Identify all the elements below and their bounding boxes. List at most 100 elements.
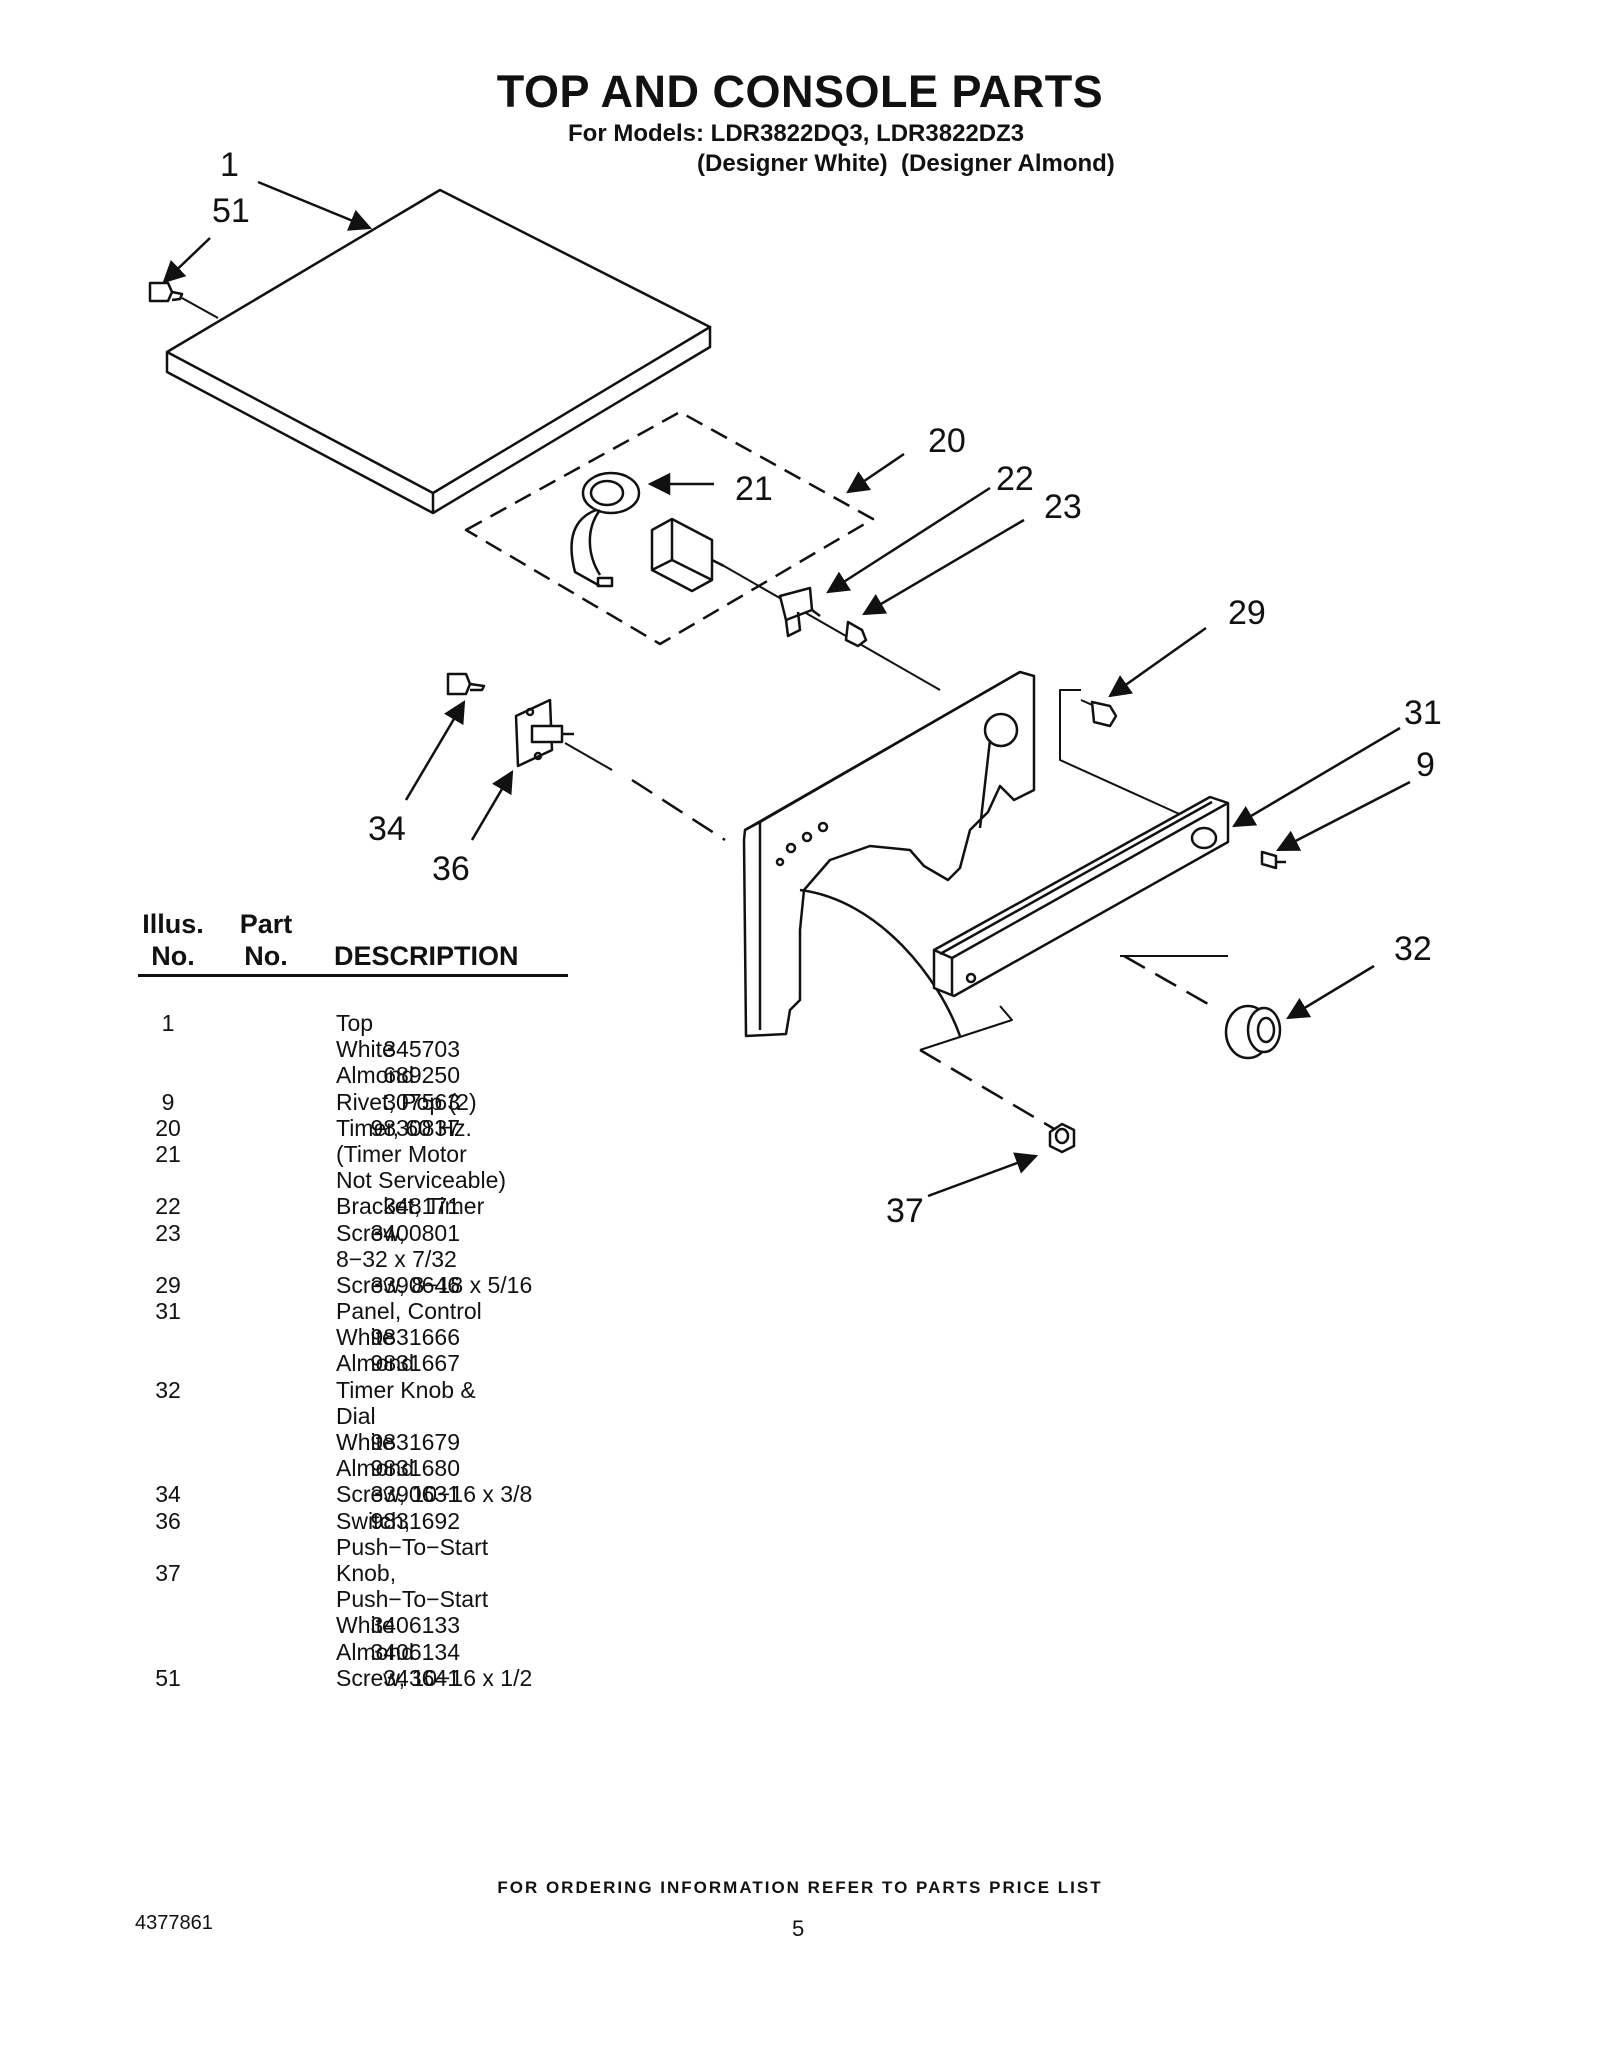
page-number: 5 [792, 1916, 805, 1941]
table-row: 37 Knob, [138, 1560, 578, 1586]
description-cell: White [336, 1429, 395, 1455]
console-part [742, 670, 1036, 1038]
models-line: For Models: LDR3822DQ3, LDR3822DZ3 [568, 120, 1025, 147]
illus-cell: 20 [155, 1114, 181, 1141]
table-row: Push−To−Start [138, 1586, 578, 1612]
screw-51-part [148, 281, 219, 319]
description-cell: Knob, [336, 1559, 397, 1586]
illus-cell: 21 [155, 1140, 181, 1167]
table-row: 8−32 x 7/32 [138, 1246, 578, 1272]
callout-29: 29 [1228, 594, 1266, 632]
table-row: 21 (Timer Motor [138, 1141, 578, 1167]
part-number-cell: 3390646 [370, 1271, 460, 1298]
description-cell: Almond [336, 1062, 414, 1089]
illus-cell: 37 [155, 1559, 181, 1586]
illus-cell: 23 [155, 1219, 181, 1246]
description-cell: Screw, 8−18 x 5/16 [336, 1271, 533, 1298]
part-number-cell: 3400801 [370, 1219, 460, 1246]
timer-enclosure-outline [464, 410, 875, 646]
rivet-part [1260, 850, 1286, 870]
illus-cell: 36 [155, 1507, 181, 1534]
callout-22: 22 [996, 460, 1034, 498]
description-cell: White [336, 1324, 395, 1351]
table-row: Push−To−Start [138, 1534, 578, 1560]
description-cell: Screw, [336, 1219, 406, 1246]
description-cell: Almond [336, 1455, 414, 1482]
screw-34-part [446, 672, 486, 696]
timer-knob-part [1224, 1004, 1282, 1060]
table-row: Dial [138, 1403, 578, 1429]
description-cell: Switch, [336, 1507, 411, 1534]
table-row: Not Serviceable) [138, 1167, 578, 1193]
illus-cell: 34 [155, 1481, 181, 1508]
part-number-cell: 689250 [383, 1062, 460, 1089]
callout-36: 36 [432, 850, 470, 888]
callout-21: 21 [735, 470, 773, 508]
part-number-cell: 345703 [383, 1036, 460, 1063]
timer-bracket-part [778, 586, 821, 638]
description-cell: (Timer Motor [336, 1140, 467, 1167]
illus-cell: 1 [161, 1010, 175, 1036]
header-rule [138, 974, 568, 977]
part-number-cell: 3406134 [370, 1638, 460, 1665]
col-description-header: DESCRIPTION [334, 941, 519, 971]
switch-part [514, 698, 574, 768]
callout-37: 37 [886, 1192, 924, 1230]
callout-34: 34 [368, 810, 406, 848]
part-number-cell: 307563 [383, 1088, 460, 1115]
part-number-cell: 9830837 [370, 1114, 460, 1141]
description-cell: White [336, 1612, 395, 1639]
part-number-cell: 9831667 [370, 1350, 460, 1377]
description-cell: Almond [336, 1350, 414, 1377]
page-title: TOP AND CONSOLE PARTS [496, 66, 1104, 117]
callout-23: 23 [1044, 488, 1082, 526]
timer-motor-part [570, 471, 641, 588]
callout-51: 51 [212, 192, 250, 230]
description-cell: Push−To−Start [336, 1533, 489, 1560]
part-number-cell: 9831692 [370, 1507, 460, 1534]
description-cell: Screw, 10−16 x 3/8 [336, 1481, 533, 1508]
description-cell: Push−To−Start [336, 1586, 489, 1613]
description-cell: White [336, 1036, 395, 1063]
illus-cell: 31 [155, 1298, 181, 1325]
part-number-cell: 3406133 [370, 1612, 460, 1639]
part-number-cell: 9831680 [370, 1455, 460, 1482]
illus-cell: 32 [155, 1376, 181, 1403]
illus-cell: 29 [155, 1271, 181, 1298]
callout-32: 32 [1394, 930, 1432, 968]
part-number-cell: 348171 [383, 1193, 460, 1220]
push-to-start-knob-part [1048, 1122, 1076, 1154]
col-part-header: Part No. [239, 909, 293, 971]
description-cell: Bracket, Timer [336, 1193, 485, 1220]
top-panel-part [165, 188, 712, 515]
callout-9: 9 [1416, 746, 1435, 784]
description-cell: Almond [336, 1638, 414, 1665]
screw-23-part [844, 620, 868, 648]
illus-cell: 22 [155, 1193, 181, 1220]
description-cell: Timer Knob & [336, 1376, 476, 1403]
callout-20: 20 [928, 422, 966, 460]
part-number-cell: 343641 [383, 1664, 460, 1691]
part-number-cell: 9831679 [370, 1429, 460, 1455]
description-cell: Dial [336, 1402, 376, 1429]
timer-part [650, 517, 941, 691]
